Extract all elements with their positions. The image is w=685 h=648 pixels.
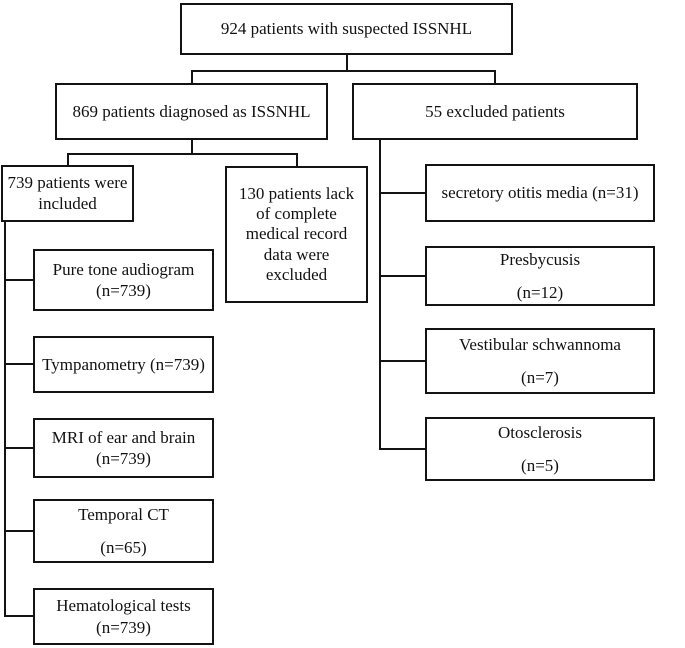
connector-right-trunk [379, 140, 381, 450]
box-presbycusis: Presbycusis (n=12) [425, 246, 655, 306]
box-otosclerosis: Otosclerosis (n=5) [425, 417, 655, 481]
connector-stub-hematological [4, 615, 33, 617]
box-pure-tone-audiogram: Pure tone audiogram (n=739) [33, 249, 214, 311]
connector-stub-mri [4, 447, 33, 449]
box-included-patients: 739 patients were included [1, 165, 134, 222]
connector-stub-presbycusis [379, 275, 425, 277]
box-secretory-otitis-media: secretory otitis media (n=31) [425, 164, 655, 222]
connector-stub-pure-tone [4, 279, 33, 281]
box-vestibular-schwannoma: Vestibular schwannoma (n=7) [425, 328, 655, 394]
connector-stub-vestibular [379, 360, 425, 362]
connector-drop-lack [296, 153, 298, 166]
box-hematological-tests: Hematological tests (n=739) [33, 588, 214, 645]
connector-diagnosed-split [67, 153, 298, 155]
connector-drop-excluded [494, 70, 496, 83]
connector-drop-included [67, 153, 69, 165]
box-diagnosed-patients: 869 patients diagnosed as ISSNHL [55, 83, 328, 140]
box-excluded-patients: 55 excluded patients [352, 83, 638, 140]
connector-top-split [191, 70, 496, 72]
connector-stub-otosclerosis [379, 448, 425, 450]
box-lack-medical-record: 130 patients lack of complete medical re… [225, 166, 368, 303]
box-suspected-patients: 924 patients with suspected ISSNHL [180, 3, 513, 55]
connector-drop-diagnosed [191, 70, 193, 83]
box-mri-ear-brain: MRI of ear and brain (n=739) [33, 418, 214, 478]
box-temporal-ct: Temporal CT (n=65) [33, 499, 214, 563]
connector-left-trunk [4, 221, 6, 617]
connector-diagnosed-stem [191, 140, 193, 155]
connector-stub-temporal-ct [4, 530, 33, 532]
connector-top-stem [346, 55, 348, 71]
connector-stub-tympanometry [4, 363, 33, 365]
box-tympanometry: Tympanometry (n=739) [33, 336, 214, 393]
connector-stub-secretory [379, 192, 425, 194]
